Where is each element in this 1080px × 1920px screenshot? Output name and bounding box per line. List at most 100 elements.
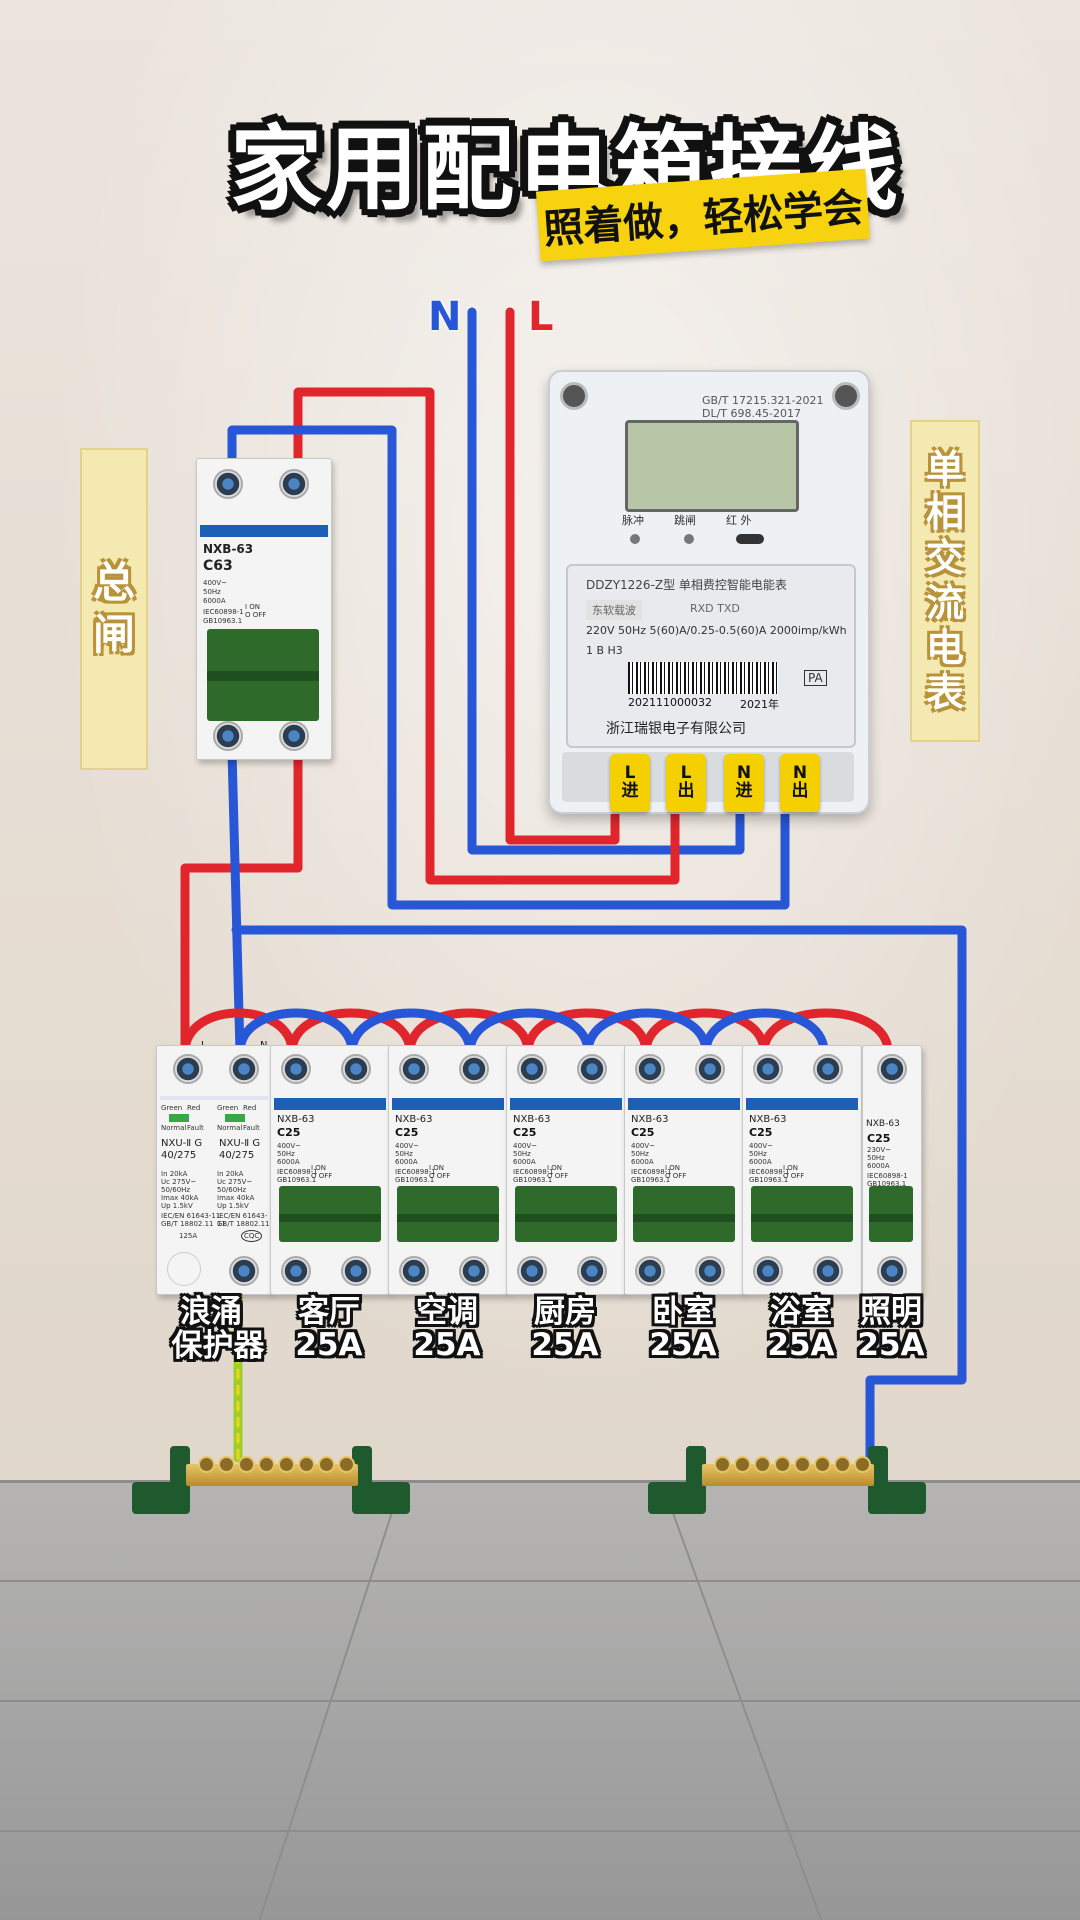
- terminal-screw: [279, 721, 309, 751]
- terminal-screw: [459, 1054, 489, 1084]
- terminal-screw: [695, 1256, 725, 1286]
- jumper-live: [759, 1008, 893, 1057]
- std-label: IEC60898-1: [867, 1172, 908, 1180]
- terminal-screw: [341, 1054, 371, 1084]
- std-label: GB10963.1: [513, 1176, 553, 1184]
- circuit-label-spd: 浪涌: [156, 1296, 270, 1329]
- terminal-top: L: [624, 763, 636, 784]
- busbar-screw: [338, 1456, 355, 1473]
- meter-label-char: 相: [925, 491, 964, 536]
- busbar-post: [686, 1446, 706, 1504]
- trip-led: [684, 534, 694, 544]
- breaker-living-room[interactable]: NXB-63 C25 400V~ 50Hz 6000A IEC60898-1 G…: [270, 1045, 390, 1295]
- terminal-top: N: [736, 763, 752, 784]
- terminal-screw: [877, 1054, 907, 1084]
- meter-standard: GB/T 17215.321-2021 DL/T 698.45-2017: [702, 394, 823, 420]
- spd-indicator-sub: Normal: [217, 1124, 243, 1132]
- meter-std-line: DL/T 698.45-2017: [702, 407, 801, 421]
- breaker-kitchen[interactable]: NXB-63 C25 400V~ 50Hz 6000A IEC60898-1 G…: [506, 1045, 626, 1295]
- meter-model: DDZY1226-Z型 单相费控智能电能表: [586, 578, 787, 592]
- off-label: O OFF: [783, 1172, 805, 1180]
- spd-std: GB/T 18802.11: [217, 1220, 270, 1228]
- main-switch-label: 总 闸: [80, 448, 148, 770]
- breaker-air-conditioner[interactable]: NXB-63 C25 400V~ 50Hz 6000A IEC60898-1 G…: [388, 1045, 508, 1295]
- spd-std: IEC/EN 61643-11: [161, 1212, 221, 1220]
- main-switch-label-char: 闸: [92, 610, 135, 659]
- spec-label: 50Hz: [867, 1154, 885, 1162]
- spec-label: 50Hz: [749, 1150, 767, 1158]
- spd-indicator-sub: Normal: [161, 1124, 187, 1132]
- busbar-screw: [258, 1456, 275, 1473]
- lever-ridge: [397, 1214, 499, 1222]
- terminal-screw: [635, 1256, 665, 1286]
- circuit-rating: 25A: [531, 1326, 599, 1363]
- busbar-screw: [714, 1456, 731, 1473]
- meter-terminal-block: L 进 L 出 N 进 N 出: [562, 752, 854, 812]
- lever-ridge: [515, 1214, 617, 1222]
- circuit-name: 浪涌: [180, 1294, 242, 1330]
- busbar-post: [868, 1446, 888, 1504]
- terminal-n-in[interactable]: N 进: [724, 754, 764, 812]
- terminal-top: L: [680, 763, 692, 784]
- terminal-l-in[interactable]: L 进: [610, 754, 650, 812]
- main-switch-label-char: 总: [92, 557, 135, 607]
- busbar-screw: [754, 1456, 771, 1473]
- surge-protector[interactable]: Green Red Green Red Normal Fault Normal …: [156, 1045, 272, 1295]
- std-label: GB10963.1: [277, 1176, 317, 1184]
- circuit-rating: 25A: [413, 1326, 481, 1363]
- terminal-screw: [753, 1054, 783, 1084]
- jumper-live: [523, 1008, 651, 1057]
- spd-rating: 40/275: [219, 1150, 255, 1161]
- meter-label-char: 流: [925, 581, 964, 625]
- circuit-rating: 25A: [857, 1326, 925, 1363]
- rating-label: C25: [277, 1126, 301, 1139]
- lever-ridge: [633, 1214, 735, 1222]
- spd-indicator-label: Green: [217, 1104, 239, 1112]
- off-label: O OFF: [245, 611, 267, 619]
- spd-spec: In 20kA: [217, 1170, 244, 1178]
- busbar-screw: [734, 1456, 751, 1473]
- spd-std: GB/T 18802.11: [161, 1220, 214, 1228]
- spd-spec: Imax 40kA: [161, 1194, 199, 1202]
- meter-std-line: GB/T 17215.321-2021: [702, 394, 824, 407]
- incoming-neutral-wire: [467, 307, 745, 855]
- lever-ridge: [751, 1214, 853, 1222]
- breaker-bedroom[interactable]: NXB-63 C25 400V~ 50Hz 6000A IEC60898-1 G…: [624, 1045, 744, 1295]
- spec-label: 50Hz: [203, 588, 221, 596]
- neutral-busbar: [648, 1446, 926, 1518]
- terminal-screw: [577, 1256, 607, 1286]
- rating-label: C25: [395, 1126, 419, 1139]
- circuit-name: 卧室: [652, 1294, 714, 1330]
- rating-label: C63: [203, 558, 233, 574]
- spd-indicator-label: Red: [243, 1104, 257, 1112]
- meter-label-char: 电: [925, 625, 964, 670]
- busbar-screw: [298, 1456, 315, 1473]
- terminal-screw: [813, 1054, 843, 1084]
- terminal-l-out[interactable]: L 出: [666, 754, 706, 812]
- breaker-lighting[interactable]: NXB-63 C25 230V~ 50Hz 6000A IEC60898-1 G…: [862, 1045, 922, 1295]
- std-label: IEC60898-1: [395, 1168, 436, 1176]
- breaker-bathroom[interactable]: NXB-63 C25 400V~ 50Hz 6000A IEC60898-1 G…: [742, 1045, 862, 1295]
- on-label: I ON: [311, 1164, 327, 1172]
- terminal-screw: [813, 1256, 843, 1286]
- meter-label-char: 交: [925, 536, 964, 581]
- jumper-live: [180, 1008, 297, 1057]
- terminal-screw: [229, 1256, 259, 1286]
- circuit-name: 保护器: [171, 1328, 265, 1364]
- jumper-neutral: [583, 1008, 711, 1057]
- terminal-screw: [695, 1054, 725, 1084]
- circuit-label-lighting: 照明 25A: [848, 1296, 934, 1361]
- main-switch[interactable]: NXB-63 C63 400V~ 50Hz 6000A IEC60898-1 G…: [196, 458, 332, 760]
- incoming-live-wire: [505, 307, 620, 845]
- pulse-indicator-label: 脉冲: [622, 514, 644, 527]
- spd-terminal-cover: [167, 1252, 201, 1286]
- circuit-label-living-room: 客厅 25A: [270, 1296, 388, 1361]
- spd-spec: In 20kA: [161, 1170, 188, 1178]
- terminal-screw: [517, 1256, 547, 1286]
- spd-indicator-label: Red: [187, 1104, 201, 1112]
- model-label: NXB-63: [395, 1114, 433, 1125]
- terminal-n-out[interactable]: N 出: [780, 754, 820, 812]
- jumper-neutral: [235, 1008, 357, 1057]
- busbar-screw: [774, 1456, 791, 1473]
